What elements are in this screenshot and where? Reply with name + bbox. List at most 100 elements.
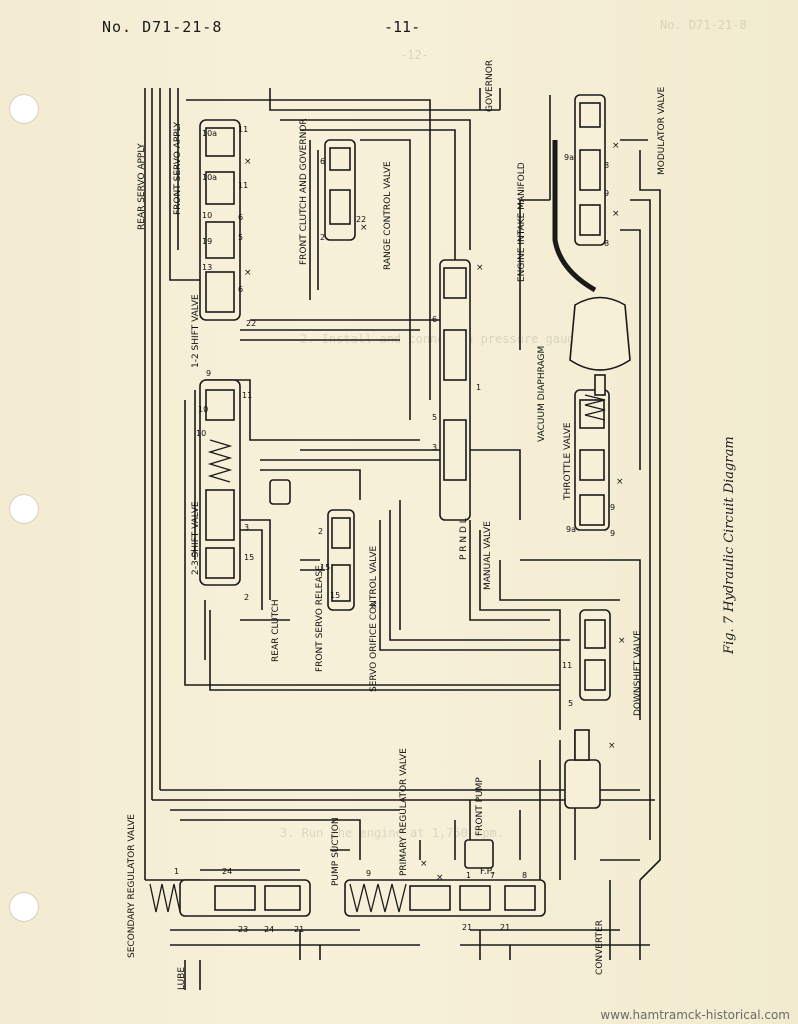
svg-text:9: 9 <box>610 529 615 538</box>
valve-spool <box>579 149 601 191</box>
svg-text:10: 10 <box>196 429 206 438</box>
hydraulic-line <box>144 88 161 880</box>
valve-spool <box>579 399 605 429</box>
valve-spool <box>579 449 605 481</box>
hydraulic-line <box>379 500 570 651</box>
svg-text:8: 8 <box>522 871 527 880</box>
svg-text:11: 11 <box>562 661 572 670</box>
hydraulic-line <box>269 88 500 260</box>
valve-spool <box>579 494 605 526</box>
svg-text:7: 7 <box>490 871 495 880</box>
vacuum-tube <box>552 140 597 293</box>
exhaust-marks: ×× ×× ×× ×× ×× ×× <box>244 141 626 883</box>
rear-clutch-label: REAR CLUTCH <box>271 599 281 662</box>
svg-text:22: 22 <box>246 319 256 328</box>
valve-body <box>439 259 471 521</box>
solenoid-body <box>564 759 601 809</box>
hydraulic-line <box>170 809 400 871</box>
svg-text:10: 10 <box>198 405 208 414</box>
svg-text:5: 5 <box>238 233 243 242</box>
front-servo-apply-label: FRONT SERVO APPLY <box>173 121 183 215</box>
vacuum-diaphragm <box>569 296 631 371</box>
hydraulic-line <box>260 449 521 520</box>
svg-text:5: 5 <box>432 413 437 422</box>
hydraulic-line <box>519 95 551 350</box>
check-valve <box>269 479 291 505</box>
svg-text:10: 10 <box>202 211 212 220</box>
svg-text:×: × <box>618 636 626 646</box>
svg-text:21: 21 <box>500 923 510 932</box>
valve-spool <box>329 189 351 225</box>
valve-spool <box>331 517 351 549</box>
svg-text:2: 2 <box>244 593 249 602</box>
front-servo-release-label: FRONT SERVO RELEASE <box>315 565 325 672</box>
valve-spool <box>329 147 351 171</box>
hydraulic-line <box>519 730 576 880</box>
hydraulic-line <box>620 139 648 470</box>
valve-spool <box>205 127 235 157</box>
valve-spool <box>205 489 235 541</box>
hydraulic-line <box>600 859 641 960</box>
valve-spool <box>459 885 491 911</box>
bleed-through-text: 3. Run the engine at 1,750 rpm. <box>280 826 504 840</box>
svg-text:5: 5 <box>568 699 573 708</box>
modulator-valve-label: MODULATOR VALVE <box>657 86 667 175</box>
valve-spool <box>584 659 606 691</box>
svg-text:21: 21 <box>462 923 472 932</box>
svg-text:15: 15 <box>320 563 330 572</box>
svg-text:9: 9 <box>604 189 609 198</box>
svg-text:6: 6 <box>238 213 243 222</box>
lube-label: LUBE <box>177 967 187 990</box>
svg-text:3: 3 <box>432 443 437 452</box>
bleed-through-text: No. D71-21-8 <box>660 18 747 32</box>
svg-text:23: 23 <box>238 925 248 934</box>
hydraulic-line <box>240 319 470 341</box>
hydraulic-line <box>479 88 501 110</box>
engine-intake-manifold-label: ENGINE INTAKE MANIFOLD <box>517 162 527 282</box>
hydraulic-line <box>499 559 641 720</box>
valve-spool <box>409 885 451 911</box>
svg-text:×: × <box>608 741 616 751</box>
front-pump-label: FRONT PUMP <box>475 777 485 836</box>
hydraulic-line <box>204 600 560 691</box>
watermark: www.hamtramck-historical.com <box>600 1008 790 1022</box>
svg-text:24: 24 <box>222 867 232 876</box>
svg-text:9a: 9a <box>564 153 574 162</box>
svg-text:10a: 10a <box>202 129 217 138</box>
valve-body <box>199 119 241 321</box>
valve-spool <box>443 267 467 299</box>
punch-hole <box>9 94 39 124</box>
svg-text:13: 13 <box>202 263 212 272</box>
valve-spool <box>264 885 301 911</box>
valve-spool <box>443 329 467 381</box>
punch-hole <box>9 892 39 922</box>
valve-spool <box>205 389 235 421</box>
svg-text:6: 6 <box>320 157 325 166</box>
svg-text:11: 11 <box>238 181 248 190</box>
rear-servo-apply-label: REAR SERVO APPLY <box>137 143 147 230</box>
svg-text:15: 15 <box>244 553 254 562</box>
svg-text:24: 24 <box>264 925 274 934</box>
valve-spool <box>205 271 235 313</box>
figure-caption: Fig. 7 Hydraulic Circuit Diagram <box>722 436 737 654</box>
svg-text:15: 15 <box>330 591 340 600</box>
svg-text:11: 11 <box>238 125 248 134</box>
svg-text:19: 19 <box>202 237 212 246</box>
pump-suction-label: PUMP SUCTION <box>331 817 341 886</box>
diaphragm-rod <box>594 374 606 396</box>
svg-text:21: 21 <box>294 925 304 934</box>
hydraulic-line <box>240 519 325 610</box>
valve-spring <box>584 394 606 421</box>
valve-spool <box>205 547 235 579</box>
svg-text:8: 8 <box>604 161 609 170</box>
hydraulic-line <box>184 960 201 990</box>
valve-spring <box>149 883 181 913</box>
hydraulic-line <box>309 139 411 420</box>
valve-spool <box>205 221 235 259</box>
manual-valve-label: MANUAL VALVE <box>483 521 493 590</box>
svg-text:22: 22 <box>356 215 366 224</box>
svg-text:9: 9 <box>610 503 615 512</box>
svg-text:1: 1 <box>476 383 481 392</box>
